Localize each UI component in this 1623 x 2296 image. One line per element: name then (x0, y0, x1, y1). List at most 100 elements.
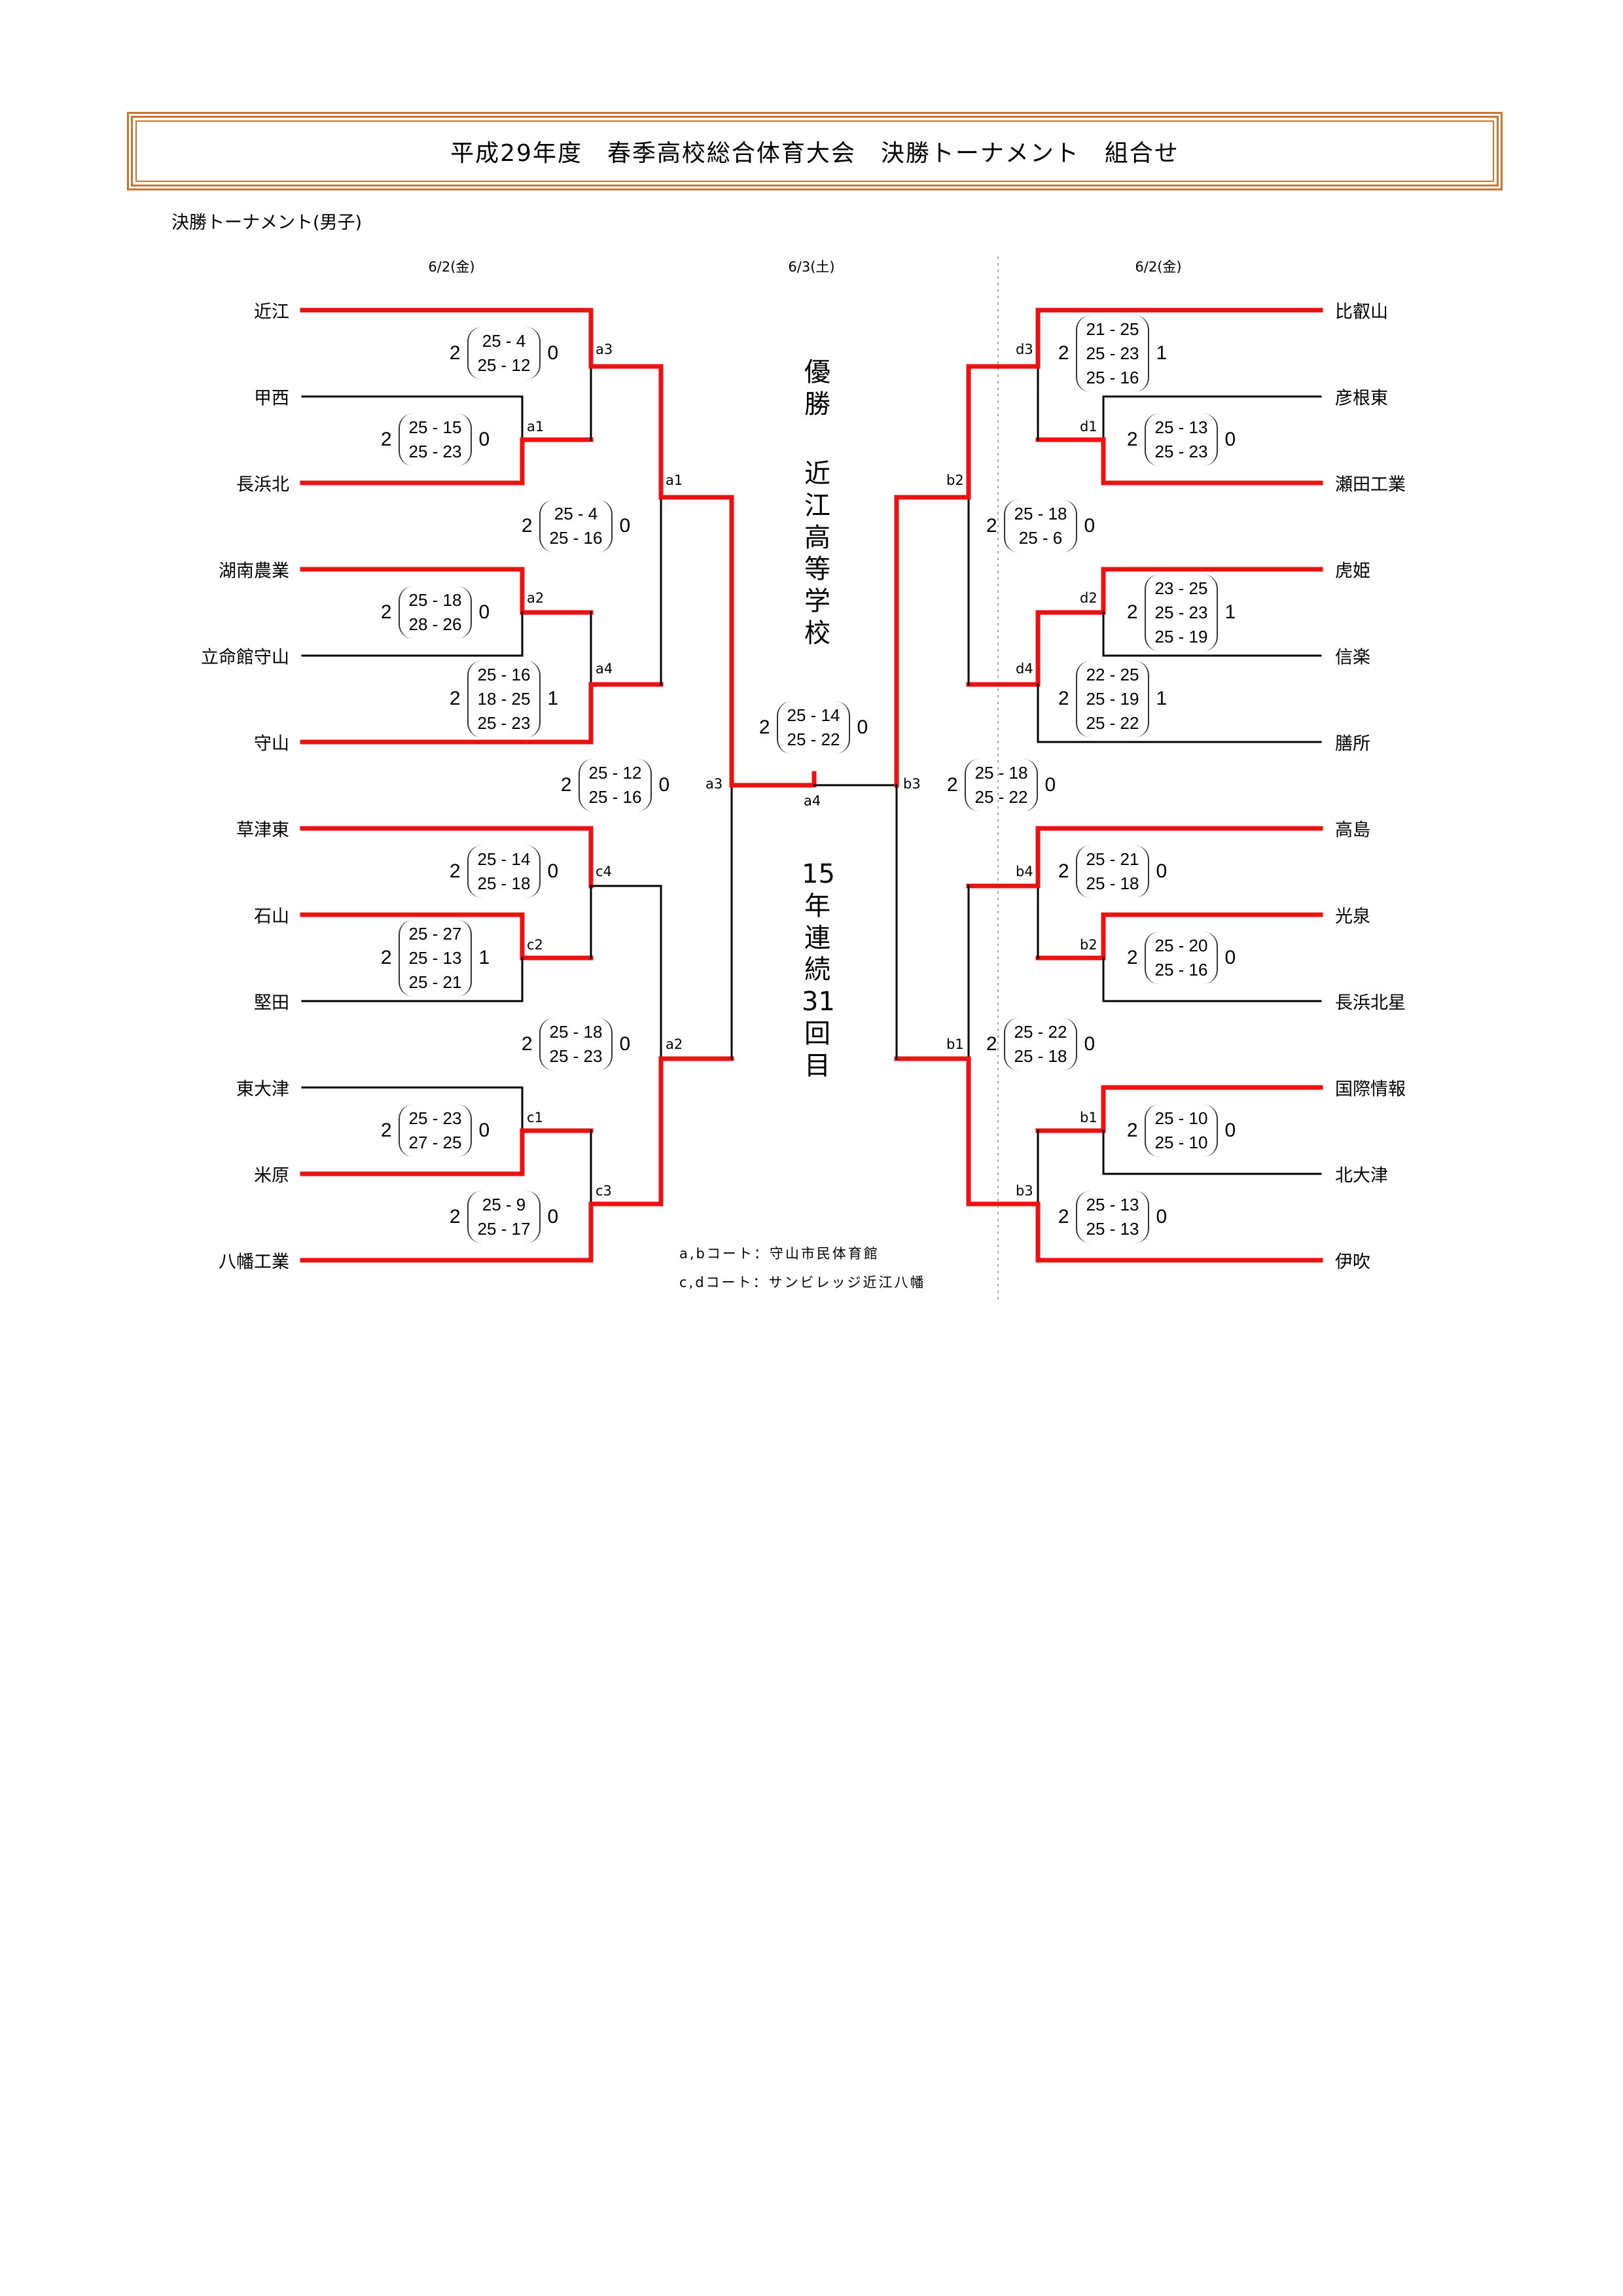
venue-ab: a,bコート：守山市民体育館 (679, 1246, 880, 1262)
set-score: 25 - 10 (1154, 1133, 1208, 1152)
champion-char: 続 (804, 955, 830, 985)
team-name: 伊吹 (1335, 1252, 1370, 1273)
champion-team: 近江高等学校 (802, 458, 833, 650)
team-name: 比叡山 (1335, 302, 1388, 323)
champion-char: 連 (804, 923, 830, 953)
match-court-label: b2 (1080, 937, 1097, 953)
set-scores: 25 - 4 25 - 12 (467, 327, 541, 380)
set-scores: 25 - 20 25 - 16 (1144, 932, 1219, 984)
champion-char: 等 (804, 554, 830, 585)
set-score: 25 - 13 (1086, 1219, 1139, 1239)
match-court-label: c2 (527, 937, 543, 953)
sets-lost: 0 (478, 429, 490, 450)
team-name: 北大津 (1335, 1165, 1388, 1186)
match-court-label: b4 (1016, 864, 1033, 879)
sets-lost: 0 (1084, 515, 1096, 537)
set-score: 25 - 18 (477, 874, 531, 893)
set-score: 25 - 27 (408, 923, 462, 944)
set-score: 25 - 23 (477, 713, 531, 733)
sets-won: 2 (1058, 688, 1069, 709)
match-court-label: a2 (666, 1036, 683, 1052)
sets-won: 2 (449, 860, 461, 882)
match-court-label: d2 (1080, 590, 1097, 606)
set-score: 25 - 23 (1154, 602, 1208, 622)
sets-won: 2 (380, 601, 392, 623)
match-court-label: d1 (1080, 419, 1097, 434)
champion-char: 高 (804, 522, 830, 553)
team-name: 膳所 (1335, 733, 1370, 754)
champion-char: 15 (802, 859, 835, 889)
set-score: 25 - 9 (482, 1195, 526, 1214)
champion-char: 学 (804, 586, 830, 617)
set-score: 25 - 12 (477, 355, 531, 375)
sets-won: 2 (1058, 1206, 1069, 1227)
sets-won: 2 (946, 774, 958, 796)
set-score: 25 - 23 (408, 1108, 462, 1128)
set-score: 25 - 4 (482, 331, 526, 351)
team-name: 堅田 (254, 993, 289, 1014)
set-score: 25 - 14 (477, 849, 531, 869)
sets-lost: 0 (857, 716, 868, 738)
team-name: 湖南農業 (219, 561, 289, 582)
set-score: 25 - 16 (477, 664, 531, 684)
set-score: 23 - 25 (1154, 578, 1208, 598)
team-name: 瀬田工業 (1335, 474, 1406, 495)
sets-lost: 0 (1156, 860, 1168, 882)
set-score: 25 - 16 (1154, 960, 1208, 980)
set-score: 25 - 10 (1154, 1108, 1208, 1128)
set-score: 25 - 19 (1086, 688, 1139, 709)
set-score: 25 - 18 (1014, 504, 1067, 523)
sets-won: 2 (758, 716, 770, 738)
sets-won: 2 (449, 688, 461, 709)
set-score: 25 - 23 (1154, 442, 1208, 461)
champion-char: 勝 (804, 389, 830, 419)
sets-won: 2 (1058, 342, 1069, 364)
sets-won: 2 (380, 1120, 392, 1141)
set-score: 25 - 20 (1154, 936, 1208, 955)
set-score: 25 - 22 (1086, 713, 1139, 733)
team-name: 光泉 (1335, 906, 1370, 927)
sets-won: 2 (560, 774, 572, 796)
sets-lost: 0 (547, 342, 559, 364)
sets-lost: 1 (1156, 688, 1168, 709)
sets-won: 2 (1126, 1120, 1138, 1141)
match-court-label: d3 (1016, 342, 1033, 357)
team-name: 長浜北星 (1335, 993, 1406, 1014)
set-score: 25 - 18 (1014, 1046, 1067, 1066)
page-title: 平成29年度 春季高校総合体育大会 決勝トーナメント 組合せ (450, 140, 1179, 167)
team-name: 高島 (1335, 820, 1370, 841)
match-court-label: b3 (903, 776, 921, 792)
champion-char: 江 (804, 490, 830, 521)
team-name: 石山 (254, 906, 289, 927)
sets-lost: 0 (1044, 774, 1056, 796)
set-score: 25 - 15 (408, 417, 462, 437)
champion-char: 校 (804, 618, 830, 648)
set-score: 25 - 22 (1014, 1022, 1067, 1042)
set-scores: 25 - 22 25 - 18 (1003, 1018, 1078, 1070)
team-name: 米原 (254, 1165, 289, 1186)
title-banner: 平成29年度 春季高校総合体育大会 決勝トーナメント 組合せ (131, 116, 1499, 186)
set-score: 25 - 23 (1086, 343, 1139, 363)
match-court-label: b3 (1016, 1183, 1033, 1199)
champion-char: 31 (802, 987, 835, 1017)
sets-won: 2 (449, 1206, 461, 1227)
date-center: 6/3(土) (788, 259, 835, 275)
